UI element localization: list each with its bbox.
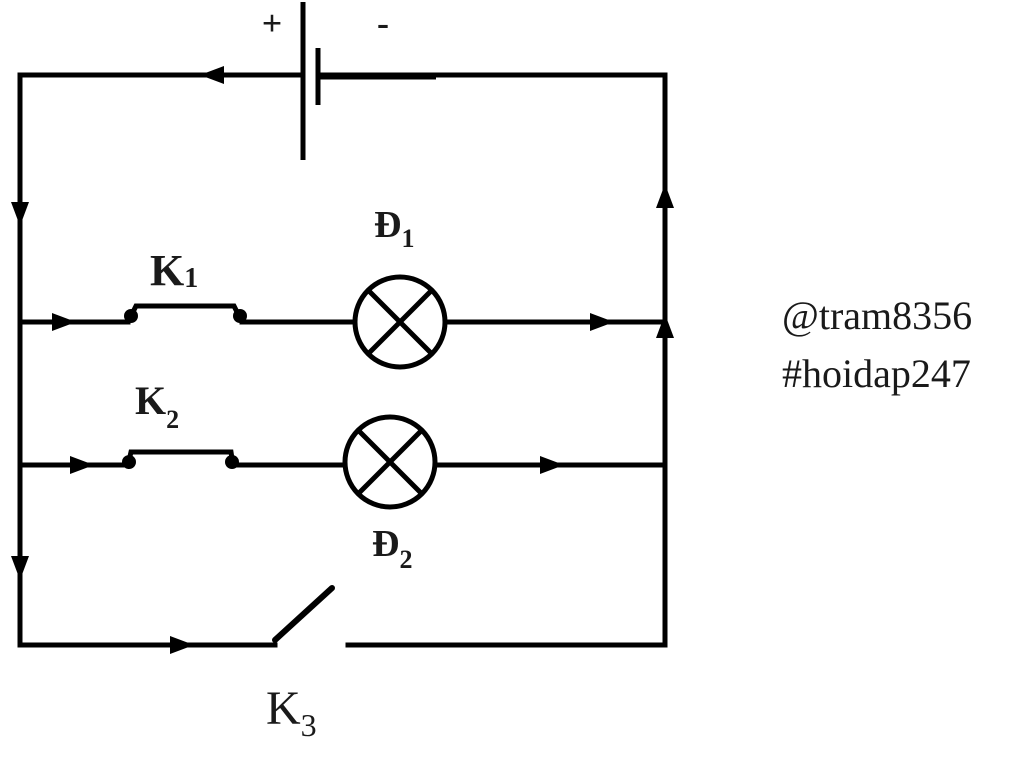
switch-k1-left-contact (124, 309, 138, 323)
switch-k3-blade (272, 585, 335, 643)
arrow-up-icon (656, 184, 674, 208)
switch-k1: K1 (124, 246, 247, 324)
switch-k2: K2 (122, 378, 239, 469)
arrow-right-icon (170, 636, 194, 654)
arrow-right-icon (70, 456, 94, 474)
switch-k1-bar (125, 303, 245, 324)
switch-k3-label: K3 (266, 682, 317, 743)
arrow-right-icon (52, 313, 76, 331)
wires (17, 72, 668, 648)
arrow-down-icon (11, 202, 29, 226)
arrow-right-icon (590, 313, 614, 331)
lamp-d1: Đ1 (352, 204, 448, 370)
lamp-d2: Đ2 (342, 414, 438, 574)
switch-k2-bar (125, 449, 236, 466)
lamp-d1-cross-b (366, 288, 434, 356)
battery-minus-label: - (377, 3, 389, 43)
arrow-left-icon (200, 66, 224, 84)
arrow-right-icon (540, 456, 564, 474)
arrow-down-icon (11, 556, 29, 580)
arrow-up-icon (656, 314, 674, 338)
battery: + - (262, 2, 436, 160)
switch-k3: K3 (266, 585, 335, 743)
watermark-hashtag: #hoidap247 (782, 351, 971, 396)
lamp-d1-label: Đ1 (374, 204, 414, 253)
watermark-username: @tram8356 (782, 293, 973, 338)
switch-k1-label: K1 (150, 246, 198, 295)
lamp-d2-cross-b (356, 428, 424, 496)
current-arrows (11, 66, 674, 654)
switch-k1-right-contact (233, 309, 247, 323)
lamp-d2-label: Đ2 (372, 523, 412, 574)
switch-k2-right-contact (225, 455, 239, 469)
battery-plus-label: + (262, 3, 283, 43)
switch-k2-label: K2 (135, 378, 179, 434)
switch-k2-left-contact (122, 455, 136, 469)
